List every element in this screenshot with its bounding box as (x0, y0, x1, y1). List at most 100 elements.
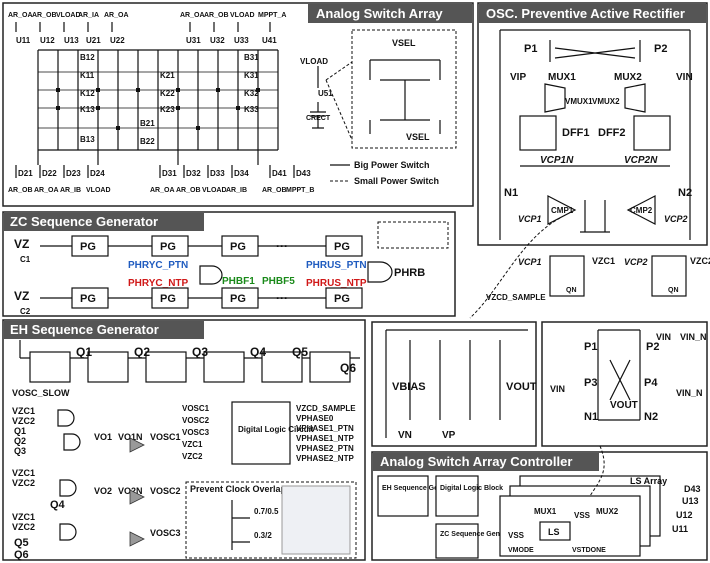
p4-label: P4 (644, 377, 658, 389)
logic-input: VZC1 (182, 440, 203, 449)
gate-input: Q2 (14, 436, 26, 446)
switch-label: K33 (244, 105, 259, 114)
bias-panel: VBIAS VOUT VN VP (371, 321, 537, 447)
switch-label: D24 (90, 169, 105, 178)
bottom-label: AR_OA (34, 187, 59, 194)
comparator-panel: P1 P2 P3 P4 N1 N2 VIN VIN VIN_N VIN_N VO… (541, 321, 708, 447)
ls-label: LS (548, 527, 560, 537)
vosc-slow-label: VOSC_SLOW (12, 388, 70, 398)
legend-small-switch: Small Power Switch (354, 176, 439, 186)
vload-label: VLOAD (300, 57, 328, 66)
logic-output: VZCD_SAMPLE (296, 404, 356, 413)
pg-block: PG (160, 293, 176, 305)
switch-label: K23 (160, 105, 175, 114)
vo1-label: VO1 (94, 432, 112, 442)
ph-rus-ptn-label: PHRUS_PTN (306, 260, 367, 271)
logic-output: VPHASE1_NTP (296, 434, 354, 443)
zc-sequence-panel: ZC Sequence Generator VZ C1 VZ C2 PG PG … (2, 211, 456, 317)
ph-ryc-ptn-label: PHRYC_PTN (128, 260, 188, 271)
mux1-label: MUX1 (548, 72, 576, 83)
switch-label: D43 (296, 169, 311, 178)
switch-label: K21 (160, 71, 175, 80)
zc1-out-label: VZC1 (592, 256, 615, 266)
pg-row-top: PG PG PG PG ··· (71, 235, 363, 257)
out-label: U11 (672, 524, 688, 534)
switch-label: K13 (80, 105, 95, 114)
switch-label: D33 (210, 169, 225, 178)
q1-label: Q1 (76, 345, 92, 359)
cmp2-label: CMP2 (630, 206, 653, 215)
switch-label: K31 (244, 71, 259, 80)
ph-rb-label: PHRB (394, 267, 425, 279)
vosc2-label: VOSC2 (150, 486, 181, 496)
top-label: AR_OA (8, 12, 33, 19)
vsel-label: VSEL (406, 132, 430, 142)
vin-label: VIN (676, 72, 693, 83)
vz-c1-label: VZ (14, 237, 29, 251)
bottom-label: AR_IB (226, 187, 247, 194)
switch-label: U21 (86, 36, 101, 45)
pg-block: PG (230, 293, 246, 305)
switch-label: D31 (162, 169, 177, 178)
out-label: U13 (682, 496, 699, 506)
zc-sequence-title: ZC Sequence Generator (10, 214, 158, 229)
eh-box-label: EH Sequence Generator (382, 485, 462, 492)
ph-bf1-label: PHBF1 (222, 276, 255, 287)
n2-label: N2 (644, 411, 658, 423)
vp-label: VP (442, 430, 456, 441)
n1-label: N1 (504, 187, 518, 199)
vin-label: VIN (550, 384, 565, 394)
p3-label: P3 (584, 377, 597, 389)
logic-output: VPHASE0 (296, 414, 334, 423)
top-label: AR_OB (204, 12, 229, 19)
logic-output: VPHASE2_PTN (296, 444, 354, 453)
c1-label: C1 (20, 255, 31, 264)
prevent-clock-overlap-title: Prevent Clock Overlap (190, 484, 287, 494)
switch-label: K12 (80, 89, 95, 98)
bottom-label: VLOAD (202, 187, 227, 194)
vz-c2-label: VZ (14, 289, 29, 303)
pg-block: PG (160, 241, 176, 253)
analog-switch-array-title: Analog Switch Array (316, 6, 443, 21)
gate-input: Q1 (14, 426, 26, 436)
logic-input: VOSC2 (182, 416, 210, 425)
ph-bf5-label: PHBF5 (262, 276, 295, 287)
q2-label: Q2 (134, 345, 150, 359)
eh-sequence-title: EH Sequence Generator (10, 322, 159, 337)
osc-rectifier-title: OSC. Preventive Active Rectifier (486, 6, 685, 21)
switch-label: D34 (234, 169, 249, 178)
pg-block: PG (334, 293, 350, 305)
gate-input: Q4 (50, 499, 66, 511)
switch-label: U32 (210, 36, 225, 45)
switch-label: U22 (110, 36, 125, 45)
p2-label: P2 (654, 43, 667, 55)
osc-rectifier-panel: OSC. Preventive Active Rectifier P1 P2 V… (477, 2, 710, 302)
switch-label: D32 (186, 169, 201, 178)
mux1-label: MUX1 (534, 507, 557, 516)
zcd-sample-label: VZCD_SAMPLE (486, 293, 546, 302)
ls-array-label: LS Array (630, 476, 667, 486)
switch-label: U12 (40, 36, 55, 45)
waveform-inset (281, 485, 351, 555)
vstdone-label: VSTDONE (572, 547, 606, 554)
ph-ryc-ntp-label: PHRYC_NTP (128, 278, 189, 289)
vosc3-label: VOSC3 (150, 528, 181, 538)
mux2-label: MUX2 (596, 507, 619, 516)
gate-input: Q3 (14, 446, 26, 456)
top-label: AR_IA (78, 12, 99, 19)
cmp1-label: CMP1 (551, 206, 574, 215)
switch-label: U13 (64, 36, 79, 45)
p2-label: P2 (646, 341, 659, 353)
dots: ··· (276, 239, 288, 253)
switch-label: U33 (234, 36, 249, 45)
bottom-label: AR_OA (150, 187, 175, 194)
top-label: AR_OB (32, 12, 57, 19)
qn-label: QN (668, 287, 679, 294)
p1-label: P1 (524, 43, 537, 55)
gate-input: VZC1 (12, 406, 35, 416)
logic-output: VPHASE1_PTN (296, 424, 354, 433)
logic-input: VOSC3 (182, 428, 210, 437)
switch-label: B13 (80, 135, 95, 144)
top-label: VLOAD (56, 12, 81, 19)
